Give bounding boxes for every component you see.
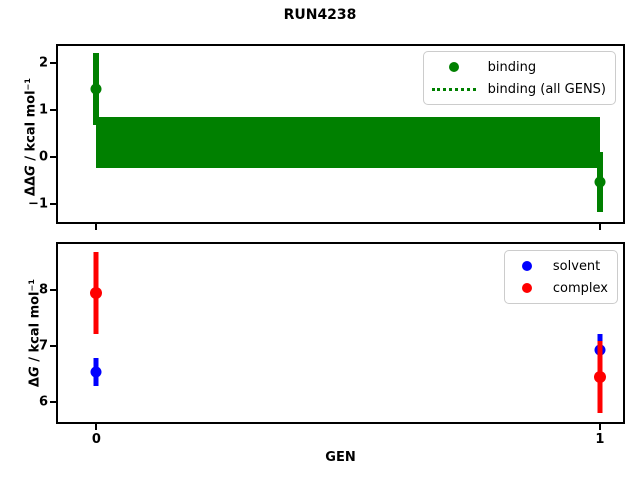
legend-item-binding-all-gens: binding (all GENS) [430,78,606,100]
x-axis-label: GEN [325,450,356,465]
y-tick [50,203,56,206]
bottom-legend: solvent complex [503,250,618,304]
y-tick-label: −1 [28,196,48,212]
legend-item-complex: complex [511,277,608,299]
point-solvent [90,366,102,378]
legend-label-solvent: solvent [552,258,601,274]
y-tick [50,345,56,348]
x-tick [598,224,601,230]
legend-label-binding-all-gens: binding (all GENS) [487,81,606,97]
x-tick-label: 1 [595,432,605,447]
x-tick [598,424,601,430]
top-axes: 2 1 0 −1 binding binding (all GENS) [28,44,625,230]
bottom-y-axis-label-prefix: Δ [27,377,43,388]
point-complex [90,287,103,300]
y-tick-label: 0 [38,149,48,165]
y-tick [50,289,56,292]
legend-item-binding: binding [430,56,606,78]
legend-label-complex: complex [552,280,608,296]
point-binding [594,176,606,188]
figure-title: RUN4238 [283,7,357,23]
binding-marker-icon [430,62,478,72]
point-complex [593,370,606,383]
x-tick [95,224,98,230]
all-gens-band [96,117,600,168]
bottom-y-axis-label-symbol: G [27,366,43,378]
top-y-axis-label: ΔΔG / kcal mol⁻¹ [24,78,39,196]
y-tick [50,61,56,64]
top-y-axis-label-symbol: G [23,165,39,176]
y-tick [50,156,56,159]
y-tick [50,109,56,111]
y-tick-label: 7 [38,338,48,354]
point-binding [90,83,102,95]
legend-item-solvent: solvent [511,255,608,277]
solvent-marker-icon [511,261,543,271]
y-tick-label: 8 [38,282,48,298]
bottom-axes: 8 7 6 0 1 solvent complex [39,242,625,446]
binding-all-gens-dotted-line-icon [430,87,478,91]
y-tick [50,400,56,403]
bottom-plot-area: 8 7 6 0 1 [39,244,623,446]
top-y-axis-label-prefix: ΔΔ [23,175,39,197]
legend-label-binding: binding [487,59,537,75]
y-tick-label: 2 [38,55,48,71]
complex-marker-icon [511,283,543,293]
top-legend: binding binding (all GENS) [422,51,616,105]
y-tick-label: 1 [38,102,48,118]
top-plot-area: 2 1 0 −1 [28,46,623,230]
y-tick-label: 6 [38,394,48,410]
x-tick-label: 0 [91,432,101,447]
top-y-axis-label-units: / kcal mol⁻¹ [23,77,39,166]
x-tick [95,424,98,430]
